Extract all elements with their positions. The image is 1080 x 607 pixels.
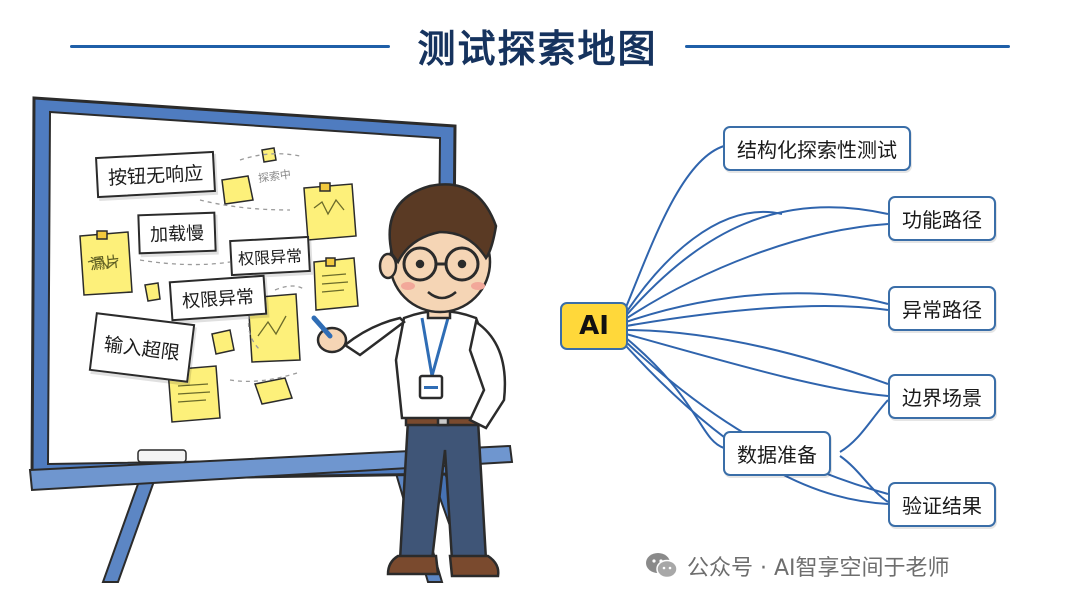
mindmap-node-data-preparation: 数据准备 — [723, 431, 831, 476]
mindmap-node-boundary-scenario: 边界场景 — [888, 374, 996, 419]
title-bar: 测试探索地图 — [0, 14, 1080, 74]
wechat-icon — [646, 553, 678, 579]
presenter-character — [311, 183, 507, 578]
sticky-notes — [79, 147, 359, 423]
title-rule-right — [685, 45, 1010, 48]
note-permission-error: 权限异常 — [168, 274, 268, 322]
mindmap-root-ai: AI — [560, 302, 628, 350]
mindmap-node-structured-exploratory: 结构化探索性测试 — [723, 126, 911, 171]
sticky-scribbles — [87, 198, 349, 403]
mindmap-node-verify-result: 验证结果 — [888, 482, 996, 527]
page-title: 测试探索地图 — [417, 27, 658, 71]
note-button-unresponsive: 按钮无响应 — [95, 150, 217, 199]
board-connectors — [139, 153, 306, 382]
note-input-limit: 输入超限 — [88, 312, 196, 383]
watermark: 公众号 · AI智享空间于老师 — [645, 548, 950, 584]
note-slow-loading: 加载慢 — [137, 211, 217, 255]
mindmap-node-exception-path: 异常路径 — [888, 286, 996, 331]
mindmap-node-functional-path: 功能路径 — [888, 196, 996, 241]
watermark-text: 公众号 · AI智享空间于老师 — [687, 556, 950, 581]
title-rule-left — [70, 45, 390, 48]
sticky-scribble-label: 漏片 — [89, 252, 121, 274]
note-permission-error-top: 权限异常 — [229, 235, 311, 277]
